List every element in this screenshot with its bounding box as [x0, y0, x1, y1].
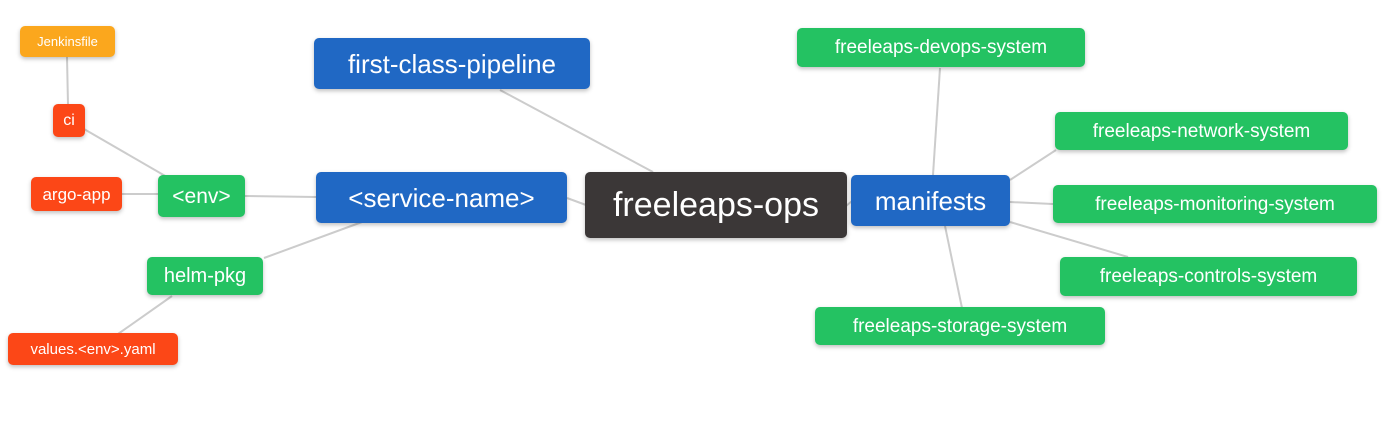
node-freeleaps-controls-system[interactable]: freeleaps-controls-system	[1060, 257, 1357, 296]
edge-values-helm-pkg	[117, 295, 173, 335]
node-values-env-yaml[interactable]: values.<env>.yaml	[8, 333, 178, 365]
node-helm-pkg[interactable]: helm-pkg	[147, 257, 263, 295]
node-ci[interactable]: ci	[53, 104, 85, 137]
edge-first-class-pipeline-root	[499, 89, 654, 173]
edge-jenkinsfile-ci	[66, 56, 69, 106]
edge-service-name-root	[566, 197, 587, 206]
edge-ci-env	[83, 128, 168, 178]
node-freeleaps-storage-system[interactable]: freeleaps-storage-system	[815, 307, 1105, 345]
edge-manifests-controls	[1009, 221, 1129, 258]
node-root-freeleaps-ops[interactable]: freeleaps-ops	[585, 172, 847, 238]
edge-helm-pkg-service-name	[263, 221, 363, 259]
node-jenkinsfile[interactable]: Jenkinsfile	[20, 26, 115, 57]
edge-manifests-network	[1009, 149, 1057, 181]
node-env[interactable]: <env>	[158, 175, 245, 217]
node-service-name[interactable]: <service-name>	[316, 172, 567, 223]
edge-manifests-devops	[932, 67, 941, 176]
node-freeleaps-devops-system[interactable]: freeleaps-devops-system	[797, 28, 1085, 67]
node-argo-app[interactable]: argo-app	[31, 177, 122, 211]
node-manifests[interactable]: manifests	[851, 175, 1010, 226]
edge-manifests-storage	[944, 225, 963, 309]
node-first-class-pipeline[interactable]: first-class-pipeline	[314, 38, 590, 89]
edge-manifests-monitoring	[1009, 201, 1054, 205]
node-freeleaps-network-system[interactable]: freeleaps-network-system	[1055, 112, 1348, 150]
node-freeleaps-monitoring-system[interactable]: freeleaps-monitoring-system	[1053, 185, 1377, 223]
edge-env-service-name	[244, 195, 317, 198]
